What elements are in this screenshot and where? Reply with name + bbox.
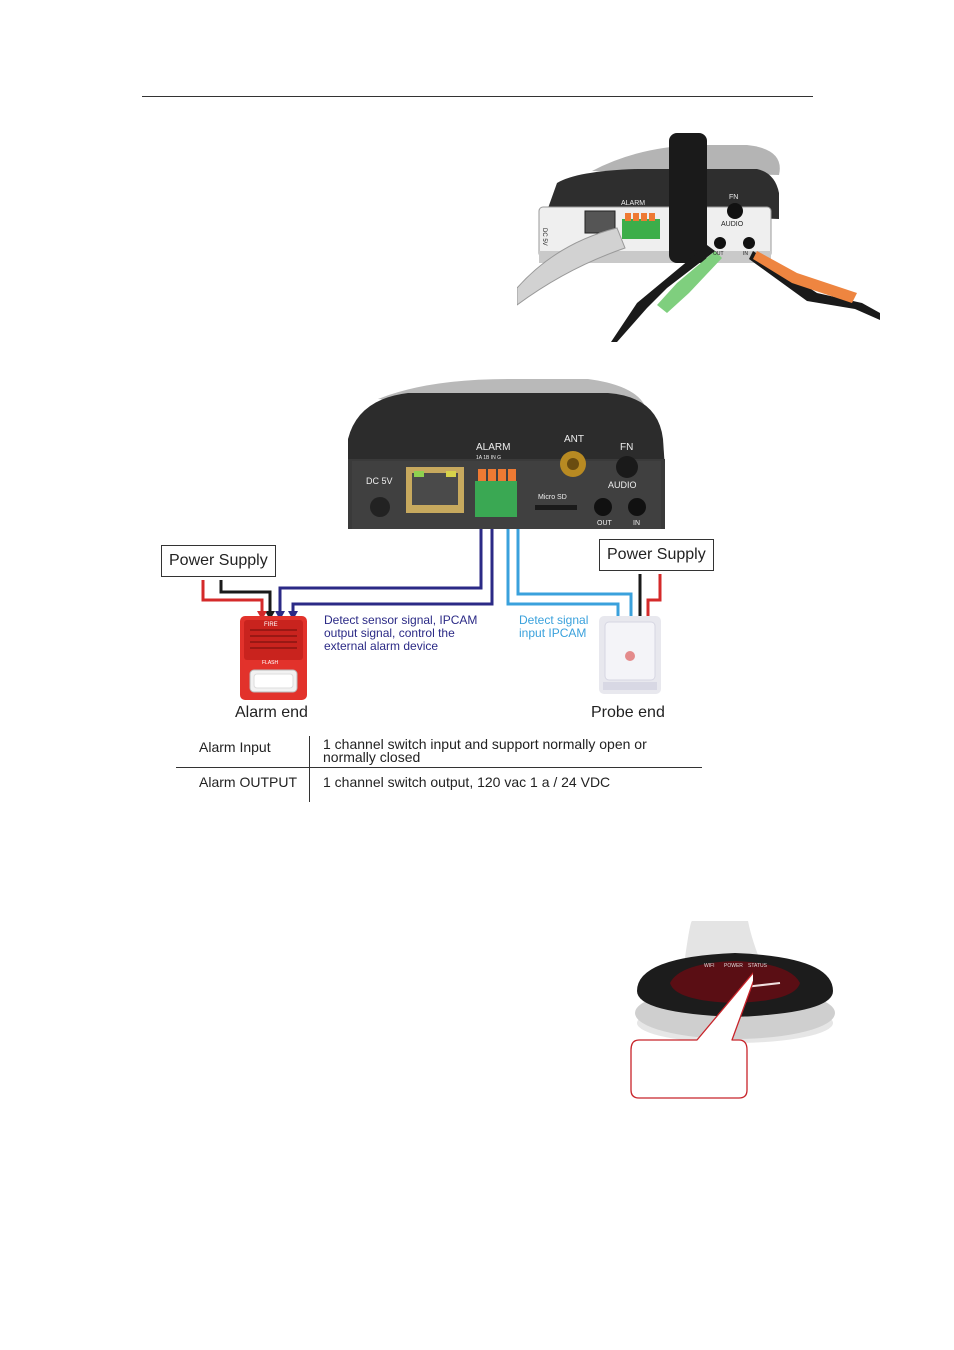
table-row-label: Alarm Input: [199, 739, 271, 755]
caption-alarm-end: Alarm end: [235, 704, 308, 721]
note-left: Detect sensor signal, IPCAM output signa…: [324, 614, 477, 653]
diagram-label-alarm: ALARM: [476, 442, 510, 453]
diagram-label-out: OUT: [597, 520, 613, 527]
camera-rear-diagram: ALARM 1A 1B IN G ANT FN DC 5V AUDIO Micr…: [348, 379, 665, 529]
header-rule: [142, 96, 813, 97]
table-row-label: Alarm OUTPUT: [199, 774, 297, 790]
alarm-strobe-device: FIRE FLASH: [240, 616, 307, 700]
power-supply-left: Power Supply: [161, 545, 276, 577]
wire-left-red: [201, 580, 264, 620]
table-column-line: [309, 736, 310, 802]
diagram-label-microsd: Micro SD: [538, 494, 567, 501]
rear-label-dc: DC 5V: [541, 228, 547, 246]
diagram-label-dc: DC 5V: [366, 476, 393, 486]
wire-navy-1: [278, 529, 483, 620]
strobe-text-flash: FLASH: [262, 660, 279, 666]
table-row-value-cont: normally closed: [323, 749, 421, 765]
led-callout-bubble: [630, 972, 753, 1099]
wire-navy-2: [291, 529, 494, 620]
rear-label-audio: AUDIO: [721, 221, 744, 228]
rear-label-out: OUT: [713, 251, 724, 257]
alarm-spec-table: Alarm Input 1 channel switch input and s…: [176, 732, 702, 802]
diagram-label-ant: ANT: [564, 434, 584, 445]
note-right-line-2: input IPCAM: [519, 626, 587, 640]
led-label-power: POWER: [724, 963, 743, 969]
wire-right-red: [646, 574, 662, 620]
rear-label-fn: FN: [729, 194, 738, 201]
camera-rear-photo: DC 5V ALARM 1A 1B IN G FN AUDIO OUT IN: [517, 133, 880, 342]
table-divider: [176, 767, 702, 768]
note-left-line-3: external alarm device: [324, 639, 439, 653]
wire-left-black: [219, 580, 272, 620]
diagram-label-audio: AUDIO: [608, 480, 637, 490]
led-label-status: STATUS: [748, 963, 768, 969]
note-left-line-2: output signal, control the: [324, 626, 455, 640]
note-left-line-1: Detect sensor signal, IPCAM: [324, 613, 478, 627]
led-label-wifi: WIFI: [704, 963, 715, 969]
table-row-value: 1 channel switch output, 120 vac 1 a / 2…: [323, 774, 611, 790]
note-right: Detect signal input IPCAM: [519, 614, 588, 640]
table-row-value: 1 channel switch input and support norma…: [323, 736, 647, 752]
rear-label-alarm: ALARM: [621, 200, 645, 207]
note-right-line-1: Detect signal: [519, 613, 589, 627]
power-supply-right: Power Supply: [599, 539, 714, 571]
strobe-text-fire: FIRE: [264, 622, 278, 628]
rear-label-alarm-pins: 1A 1B IN G: [621, 208, 641, 213]
diagram-label-alarm-pins: 1A 1B IN G: [476, 455, 501, 461]
probe-pir-sensor: [599, 616, 661, 694]
caption-probe-end: Probe end: [591, 704, 665, 721]
diagram-label-fn: FN: [620, 442, 633, 453]
rear-label-in: IN: [743, 251, 748, 257]
diagram-label-in: IN: [633, 520, 640, 527]
